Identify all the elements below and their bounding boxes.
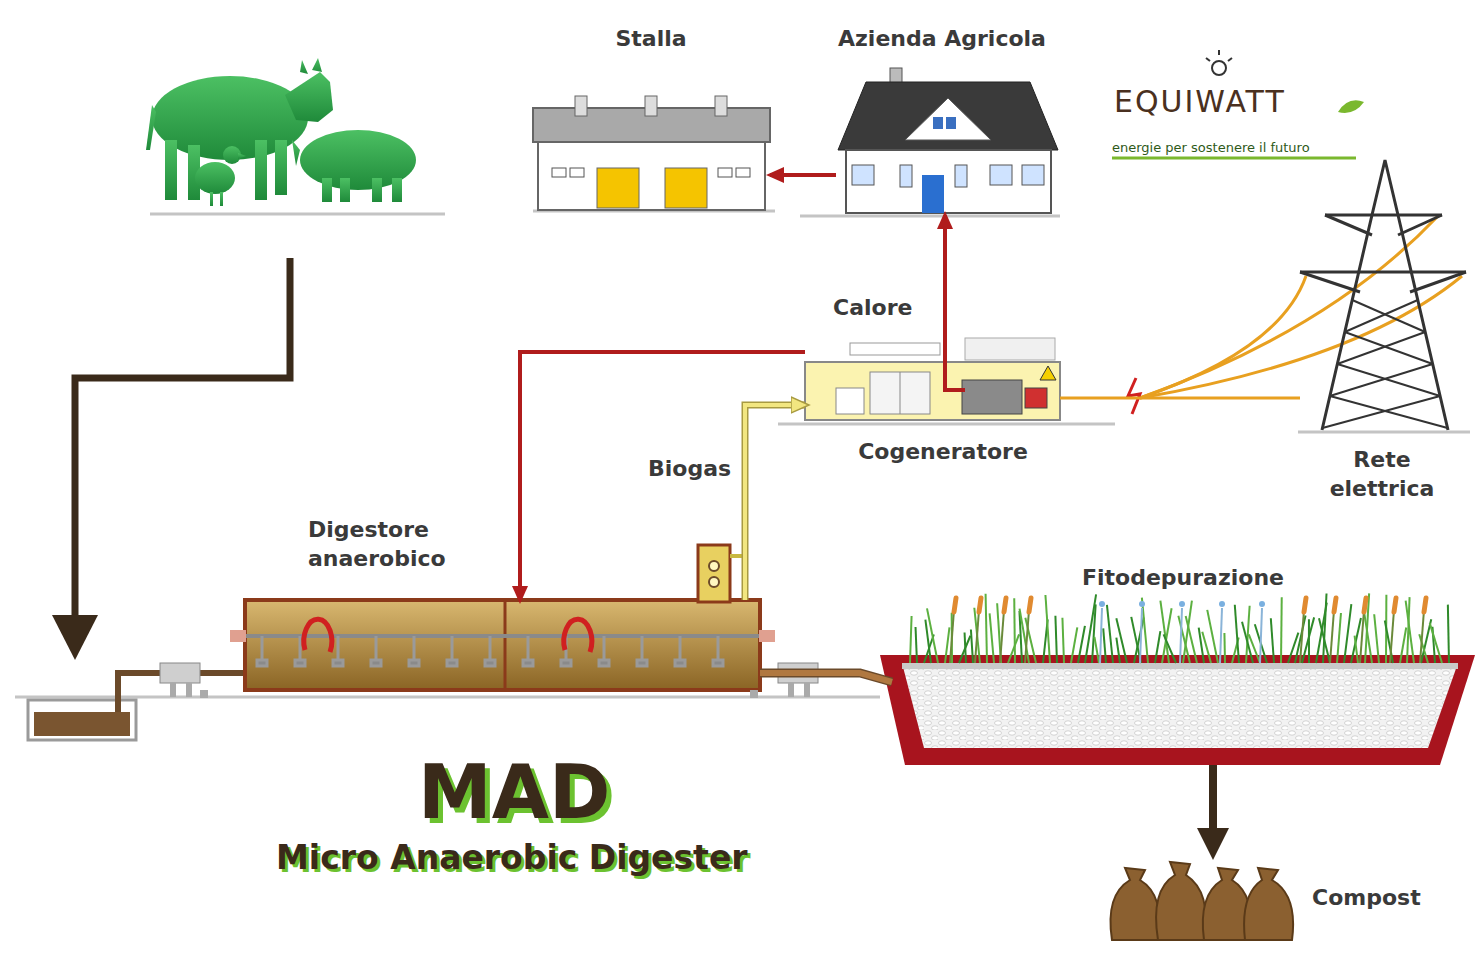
logo-leaf: [1338, 100, 1364, 113]
lightning-bolt: [1128, 378, 1140, 414]
heat-pipe: [770, 175, 836, 176]
connector-line: [745, 405, 805, 600]
biogas-pipe: [745, 405, 805, 600]
connector-line: [943, 215, 947, 345]
ground-line: [15, 211, 1470, 697]
heat-pipe: [520, 352, 805, 600]
barn-building: [533, 96, 770, 210]
connector-line: [1060, 397, 1300, 400]
node-label: Cogeneratore: [858, 438, 1028, 467]
connector-line: [520, 352, 805, 600]
effluent-pipe: [760, 673, 892, 682]
outlet-supports: [778, 663, 818, 697]
connector-line: [1209, 765, 1217, 852]
livestock-figure: [146, 58, 416, 206]
farmhouse: [838, 68, 1058, 213]
power-line: [1060, 398, 1300, 399]
digester-node: Digestore anaerobico: [245, 600, 760, 690]
subtitle: Micro Anaerobic Digester: [276, 838, 748, 877]
farmhouse-node: Azienda Agricola: [836, 65, 1060, 215]
logo-bulb: [1206, 50, 1232, 75]
digester-tank: [200, 545, 775, 698]
reed-bed-node: Fitodepurazione: [880, 600, 1472, 765]
node-label: Compost: [1312, 884, 1421, 913]
heat-pipe: [945, 215, 946, 345]
node-label: Fitodepurazione: [1082, 564, 1284, 593]
compost-sacks: [1110, 862, 1293, 940]
power-wires: [1140, 216, 1462, 398]
diagram-title: MAD: [418, 752, 610, 833]
logo-slogan: energie per sostenere il futuro: [1112, 140, 1310, 155]
cogenerator-unit: [805, 338, 1060, 420]
compost-node: Compost: [1105, 852, 1305, 942]
grid-node: Rete elettrica: [1300, 150, 1470, 430]
pylon: [1300, 160, 1466, 430]
pipe-outline: [760, 673, 892, 682]
node-label: Rete elettrica: [1317, 446, 1447, 503]
compost-arrow: [1213, 765, 1214, 852]
barn-node: Stalla: [533, 95, 770, 211]
collection-pit: [28, 663, 245, 740]
node-label: Stalla: [615, 25, 686, 54]
logo-text: EQUIWATT: [1114, 84, 1286, 119]
reed-bed: [880, 593, 1475, 765]
cogenerator-node: Cogeneratore: [805, 345, 1060, 420]
logo-underline: [1112, 157, 1356, 160]
connector-line: [760, 673, 892, 682]
edge-label: Calore: [830, 295, 915, 320]
node-label: Digestore anaerobico: [308, 516, 478, 573]
node-label: Azienda Agricola: [838, 25, 1046, 54]
pipe-outline: [745, 405, 805, 600]
connector-line: [770, 173, 836, 177]
edge-label: Biogas: [645, 456, 734, 481]
